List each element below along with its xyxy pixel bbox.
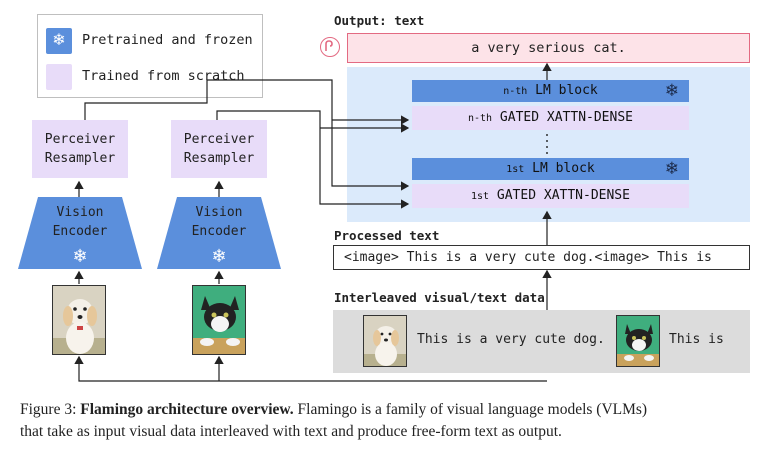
caption-label: Figure 3: [20,401,77,418]
interleaved-text-1: This is a very cute dog. [417,332,605,347]
right-encoder-label: Vision Encoder [191,205,247,239]
processed-title: Processed text [334,228,440,243]
interleaved-box: This is a very cute dog. This is [333,310,750,373]
dog-image [52,285,106,355]
first-xattn-block: 1st GATED XATTN-DENSE [412,184,689,208]
first-lm-label: LM block [532,161,595,176]
snowflake-icon: ❄ [664,159,679,178]
legend-frozen-label: Pretrained and frozen [82,32,253,48]
frozen-swatch: ❄ [46,28,72,54]
snowflake-icon: ❄ [211,246,227,266]
snowflake-icon: ❄ [664,81,679,100]
flamingo-logo [320,37,340,57]
cat-image [192,285,246,355]
processed-text: <image> This is a very cute dog.<image> … [344,250,712,265]
legend-scratch-label: Trained from scratch [82,68,245,84]
nth-xattn-label: GATED XATTN-DENSE [499,110,633,125]
nth-lm-prefix: n-th [503,86,528,97]
output-text: a very serious cat. [471,40,626,56]
left-vision-encoder: Vision Encoder ❄ [18,197,142,269]
nth-lm-block: n-th LM block ❄ [412,80,689,102]
cat-thumbnail [616,315,660,367]
right-perceiver-label: Perceiver Resampler [183,132,255,166]
nth-xattn-block: n-th GATED XATTN-DENSE [412,106,689,130]
first-lm-block: 1st LM block ❄ [412,158,689,180]
right-vision-encoder: Vision Encoder ❄ [157,197,281,269]
snowflake-icon: ❄ [72,246,88,266]
left-perceiver-resampler: Perceiver Resampler [32,120,128,178]
nth-lm-label: LM block [535,83,598,98]
interleaved-text-2: This is [669,332,724,347]
first-xattn-label: GATED XATTN-DENSE [496,188,630,203]
output-title: Output: text [334,13,425,28]
figure-caption: Figure 3: Flamingo architecture overview… [20,399,765,443]
processed-box: <image> This is a very cute dog.<image> … [333,245,750,270]
output-box: a very serious cat. [347,33,750,63]
legend: ❄ Pretrained and frozen Trained from scr… [37,14,263,98]
left-perceiver-label: Perceiver Resampler [44,132,116,166]
first-lm-prefix: 1st [506,164,525,175]
caption-body-1: Flamingo is a family of visual language … [297,401,648,418]
caption-body-2: that take as input visual data interleav… [20,423,562,440]
snowflake-icon: ❄ [52,32,66,49]
left-encoder-label: Vision Encoder [52,205,108,239]
scratch-swatch [46,64,72,90]
right-perceiver-resampler: Perceiver Resampler [171,120,267,178]
interleaved-title: Interleaved visual/text data [334,290,545,305]
first-xattn-prefix: 1st [471,191,490,202]
caption-title: Flamingo architecture overview. [80,401,294,418]
nth-xattn-prefix: n-th [468,113,493,124]
dog-thumbnail [363,315,407,367]
